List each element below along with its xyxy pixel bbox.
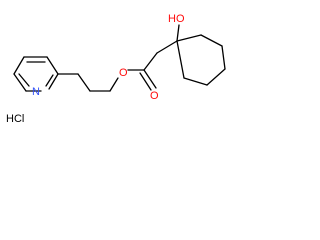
bond: [176, 40, 185, 79]
bond: [77, 73, 91, 92]
hydroxyl-label: HO: [168, 13, 185, 25]
bond: [48, 73, 59, 90]
bond: [206, 68, 226, 86]
bond: [156, 40, 178, 54]
ester-oxygen-label: O: [119, 67, 128, 79]
carbonyl-oxygen-label: O: [150, 90, 159, 102]
bond: [176, 34, 202, 42]
pyridine-ring: [13, 56, 59, 92]
bond: [143, 52, 158, 71]
bond: [18, 73, 30, 87]
chemical-structure: HO O O N HCl: [6, 13, 226, 125]
bond: [13, 56, 25, 75]
bond: [45, 74, 54, 87]
ester-linker: [57, 40, 178, 92]
bond: [143, 69, 157, 89]
pyridine-nitrogen-label: N: [32, 86, 40, 98]
bond: [183, 77, 208, 86]
bond: [46, 56, 59, 75]
bond: [109, 77, 119, 92]
bond: [13, 73, 27, 92]
hydrochloride-label: HCl: [6, 113, 24, 125]
bond: [200, 34, 223, 47]
bond: [221, 45, 226, 70]
bond: [139, 72, 152, 91]
cyclohexane-ring: [176, 24, 226, 86]
bond: [176, 24, 180, 42]
